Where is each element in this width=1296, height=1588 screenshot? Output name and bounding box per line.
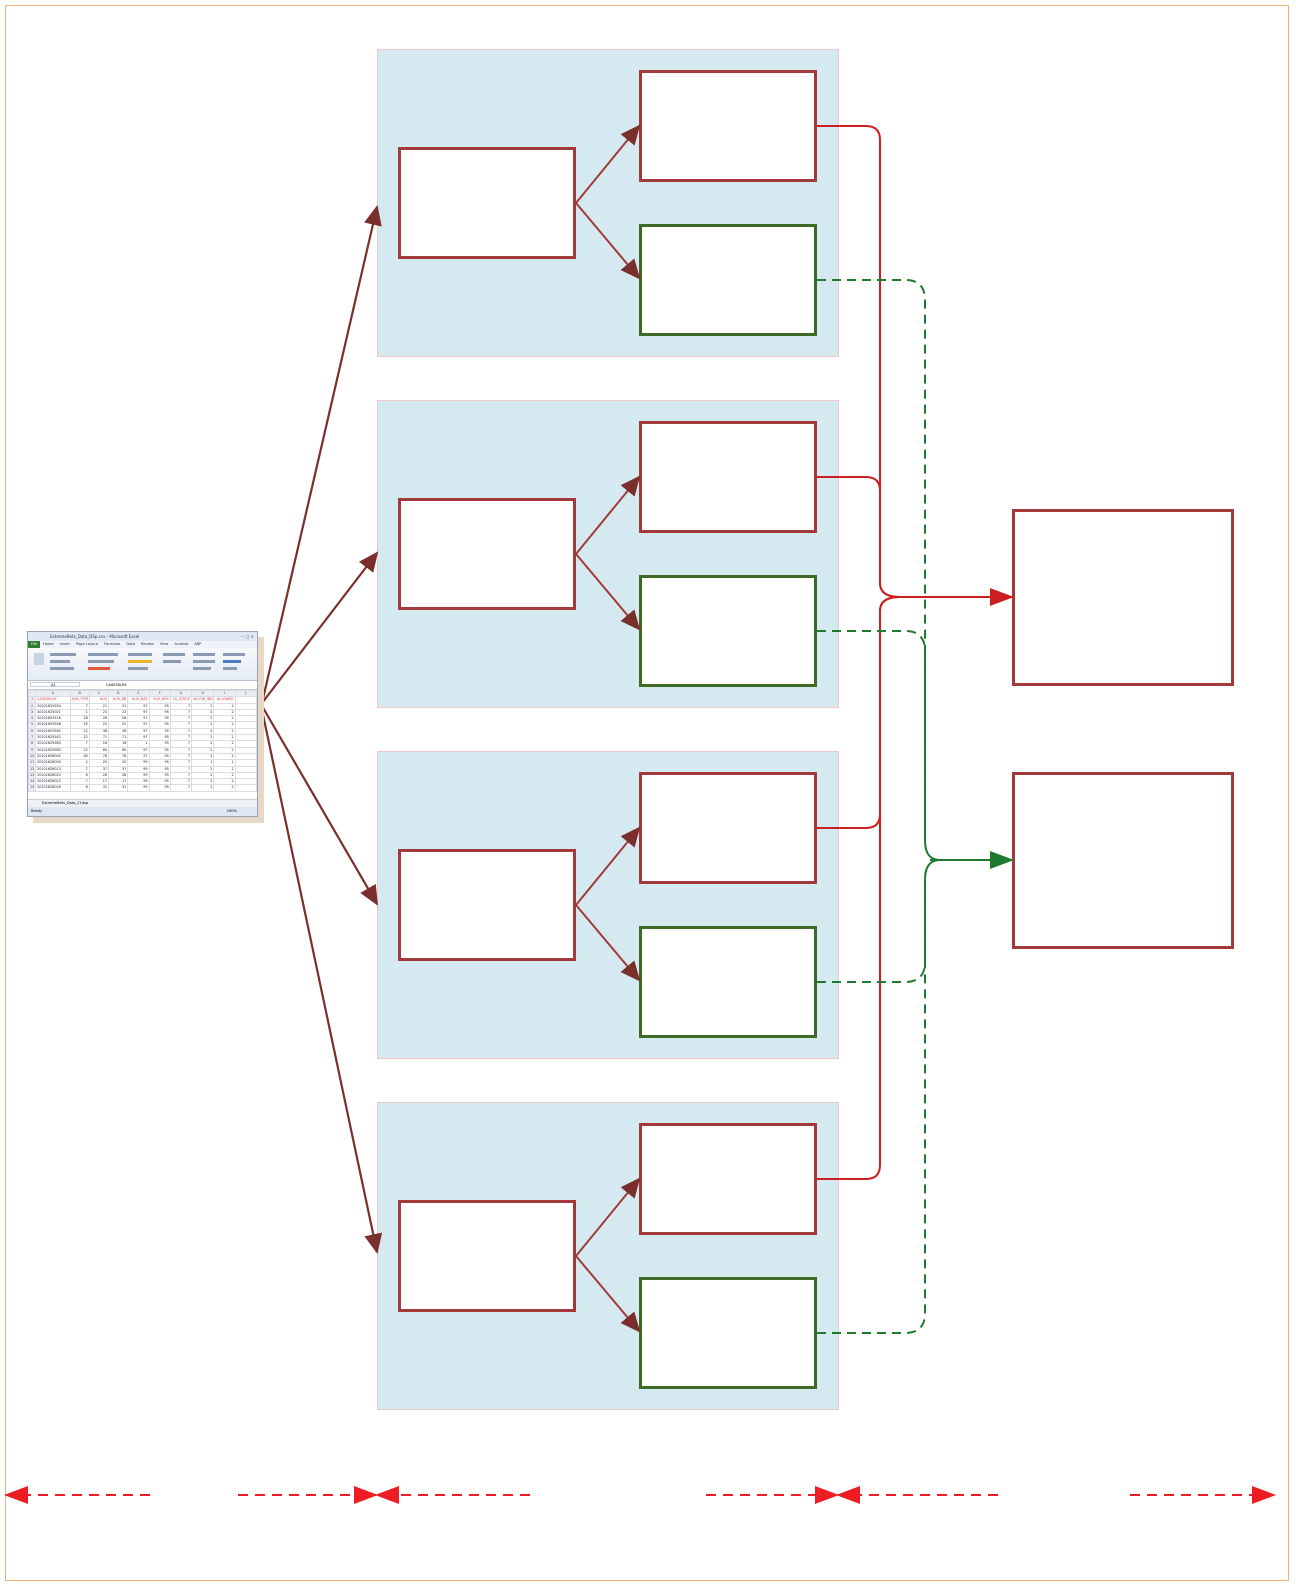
formula-content: CASESKLEK xyxy=(106,683,127,687)
panel-3-input-box xyxy=(398,849,576,961)
table-cell: 20101625983 xyxy=(35,746,71,754)
ribbon-tab: Data xyxy=(126,642,136,646)
table-cell: 20101626023 xyxy=(35,778,71,786)
source-arrows xyxy=(260,205,383,1254)
table-cell: 95 xyxy=(148,784,171,792)
panel-4-green-output-box xyxy=(639,1277,817,1389)
table-cell: ALLOWED xyxy=(213,696,236,704)
table-cell xyxy=(234,784,257,792)
aggregate-red-box xyxy=(1012,509,1234,686)
table-cell: 20101625542 xyxy=(35,734,71,742)
table-cell: 20101625546 xyxy=(35,721,71,729)
table-cell: 31 xyxy=(88,784,110,792)
column-letter: J xyxy=(234,689,257,698)
row-number: 15 xyxy=(28,784,37,792)
excel-title: ExtremeBets_Data_DSp.csv - Microsoft Exc… xyxy=(50,634,140,639)
excel-titlebar: ExtremeBets_Data_DSp.csv - Microsoft Exc… xyxy=(28,632,257,641)
panel-split-arrows xyxy=(575,124,641,1333)
red-merge-lines xyxy=(817,125,1014,1180)
ribbon-tab: Acrobat xyxy=(174,642,189,646)
column-letter: H xyxy=(191,689,215,698)
name-box: A1 xyxy=(30,682,80,687)
diagram-frame xyxy=(5,5,1289,1581)
excel-statusbar: Ready 100% xyxy=(28,807,257,816)
panel-2-green-output-box xyxy=(639,575,817,687)
source-arrow-panel-3 xyxy=(261,705,379,906)
window-controls-icon: — □ ✕ xyxy=(240,634,254,639)
excel-source-screenshot: ExtremeBets_Data_DSp.csv - Microsoft Exc… xyxy=(27,631,258,817)
table-cell: AUX_BB xyxy=(108,696,129,704)
table-cell: 2 xyxy=(191,784,215,792)
table-cell: AUX_BEX xyxy=(148,696,171,704)
ribbon-tab: Page Layout xyxy=(75,642,99,646)
excel-ribbon-toolbar xyxy=(28,648,257,681)
ribbon-tab: File xyxy=(28,641,41,648)
green-merge-lines xyxy=(817,279,941,1334)
table-cell: 20101625021 xyxy=(35,708,71,717)
sheet-tab-bar: ExtremeBets_Data_21dsp xyxy=(28,799,257,807)
table-cell: 99 xyxy=(127,784,150,792)
source-arrow-panel-2 xyxy=(261,551,379,704)
table-cell: 20101625562 xyxy=(35,727,71,736)
sheet-tab: ExtremeBets_Data_21dsp xyxy=(42,801,89,805)
excel-formula-bar: A1 CASESKLEK xyxy=(28,681,257,690)
ribbon-tab: Insert xyxy=(59,642,70,646)
panel-1-green-output-box xyxy=(639,224,817,336)
status-text: Ready xyxy=(31,809,43,813)
column-header-row: A B C D E F G H I J xyxy=(28,689,257,698)
panel-2-red-output-box xyxy=(639,421,817,533)
panel-3-red-output-box xyxy=(639,772,817,884)
source-arrow-panel-4 xyxy=(260,709,383,1254)
panel-1-red-output-box xyxy=(639,70,817,182)
panel-1-input-box xyxy=(398,147,576,259)
panel-2-input-box xyxy=(398,498,576,610)
table-cell: 7 xyxy=(169,784,193,792)
ribbon-tab: Formulas xyxy=(104,642,121,646)
table-cell: 20101626000 xyxy=(35,759,71,767)
table-cell: 20101626026 xyxy=(35,784,71,792)
table-cell: CASESKLEK xyxy=(35,696,71,704)
ribbon-tab: View xyxy=(159,642,169,646)
column-letter: D xyxy=(108,689,129,698)
panel-4-input-box xyxy=(398,1200,576,1312)
panel-3-green-output-box xyxy=(639,926,817,1038)
zoom-level: 100% xyxy=(226,809,237,813)
ribbon-tab: ABP xyxy=(194,642,202,646)
table-cell: 8 xyxy=(69,784,90,792)
table-cell: 20101626022 xyxy=(35,771,71,780)
table-cell: 20101626002 xyxy=(35,752,71,761)
table-cell: 20101625554 xyxy=(35,702,71,710)
table-cell: 20101625983 xyxy=(35,740,71,748)
panel-4-red-output-box xyxy=(639,1123,817,1235)
ribbon-tab: Review xyxy=(141,642,154,646)
table-cell: 31 xyxy=(108,784,129,792)
source-arrow-panel-1 xyxy=(260,205,382,704)
table-cell: 2 xyxy=(213,784,236,792)
column-letter: A xyxy=(35,689,71,698)
ribbon-tab: Home xyxy=(43,642,54,646)
table-cell: 20101625516 xyxy=(35,715,71,723)
table-cell: LS_STATIC xyxy=(169,696,193,704)
table-cell: 20101626013 xyxy=(35,765,71,773)
table-cell: AUX_TYPE xyxy=(69,696,90,704)
table-cell: ALLOW_IND xyxy=(191,696,215,704)
